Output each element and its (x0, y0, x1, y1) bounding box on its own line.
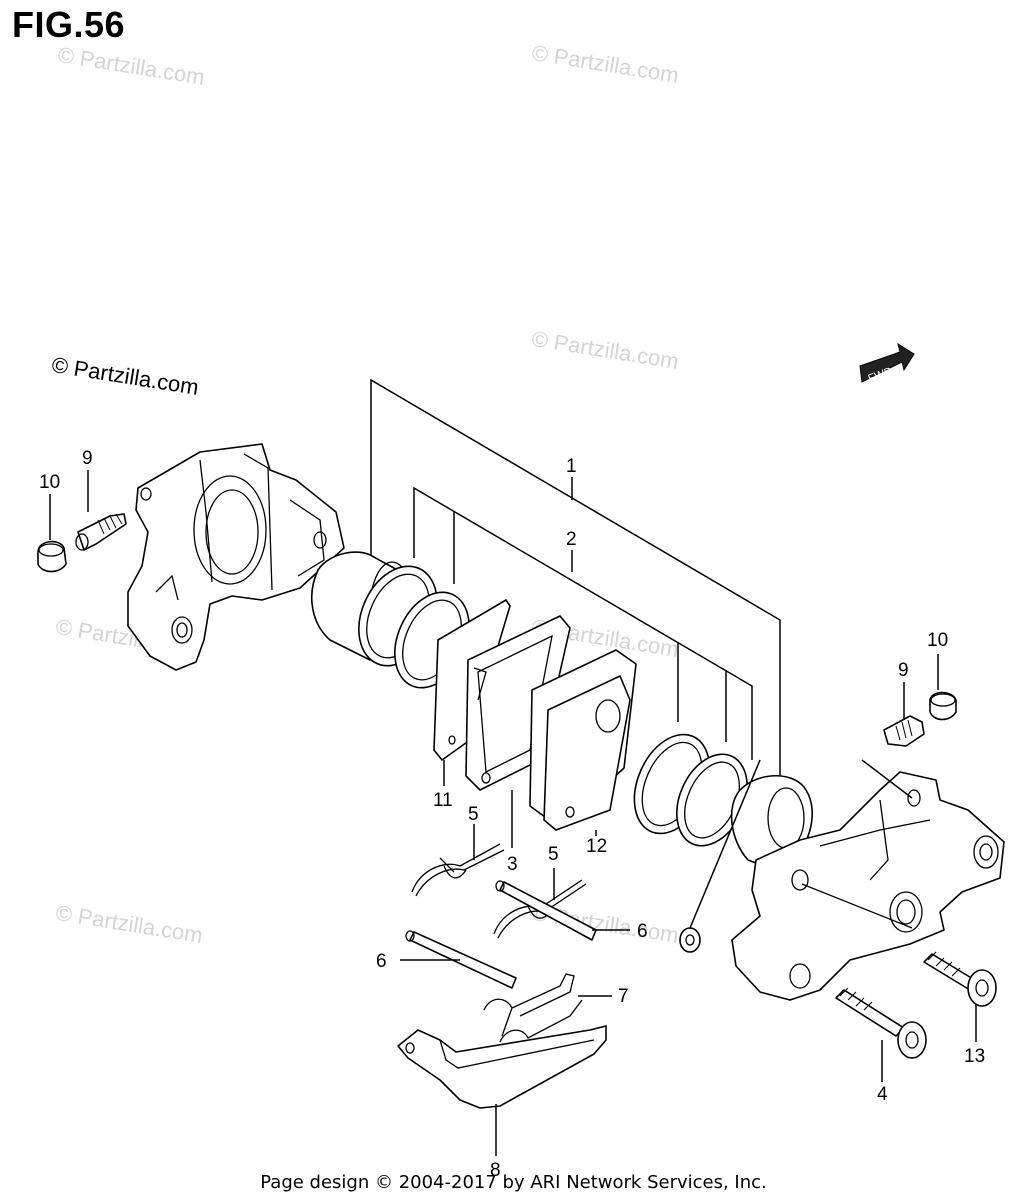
callout-5: 5 (548, 844, 559, 865)
callout-4: 4 (877, 1084, 888, 1105)
pad-cover (397, 1025, 607, 1109)
right-caliper-body (731, 771, 1005, 1001)
caliper-mounting-bolt (835, 987, 927, 1059)
brake-pad-outer (529, 649, 637, 831)
pad-pin (405, 930, 517, 989)
callout-5: 5 (468, 804, 479, 825)
callout-7: 7 (618, 986, 629, 1007)
callout-leader-lines (49, 470, 977, 1156)
left-bleeder-cap (37, 540, 67, 573)
callout-6: 6 (376, 951, 387, 972)
callout-1: 1 (566, 456, 577, 477)
callout-8: 8 (490, 1160, 501, 1181)
callout-2: 2 (566, 529, 577, 550)
pad-pin (495, 880, 597, 941)
callout-3: 3 (507, 854, 518, 875)
pad-spring-clip (411, 843, 505, 897)
callout-9: 9 (898, 660, 909, 681)
callout-11: 11 (433, 790, 453, 811)
callout-10: 10 (927, 630, 948, 651)
callout-12: 12 (586, 836, 607, 857)
left-bleeder-screw (75, 513, 127, 551)
page-footer: Page design © 2004-2017 by ARI Network S… (260, 1172, 767, 1193)
fwd-arrow-icon: FWD (859, 342, 915, 385)
kit-bracket-lines (370, 378, 781, 786)
callout-9: 9 (82, 448, 93, 469)
right-bleeder-cap (929, 691, 957, 721)
washer (679, 927, 701, 953)
callout-labels: 1 2 3 4 5 5 6 6 7 8 9 9 10 10 11 12 13 (39, 448, 985, 1181)
left-caliper-body (127, 443, 345, 671)
caliper-mounting-bolt (923, 951, 997, 1007)
pad-spring (483, 973, 583, 1043)
callout-13: 13 (964, 1046, 985, 1067)
callout-10: 10 (39, 472, 60, 493)
right-seal-rings (633, 733, 748, 847)
figure-title: FIG.56 (12, 4, 126, 45)
right-bleeder-screw (861, 715, 925, 799)
callout-6: 6 (637, 921, 648, 942)
